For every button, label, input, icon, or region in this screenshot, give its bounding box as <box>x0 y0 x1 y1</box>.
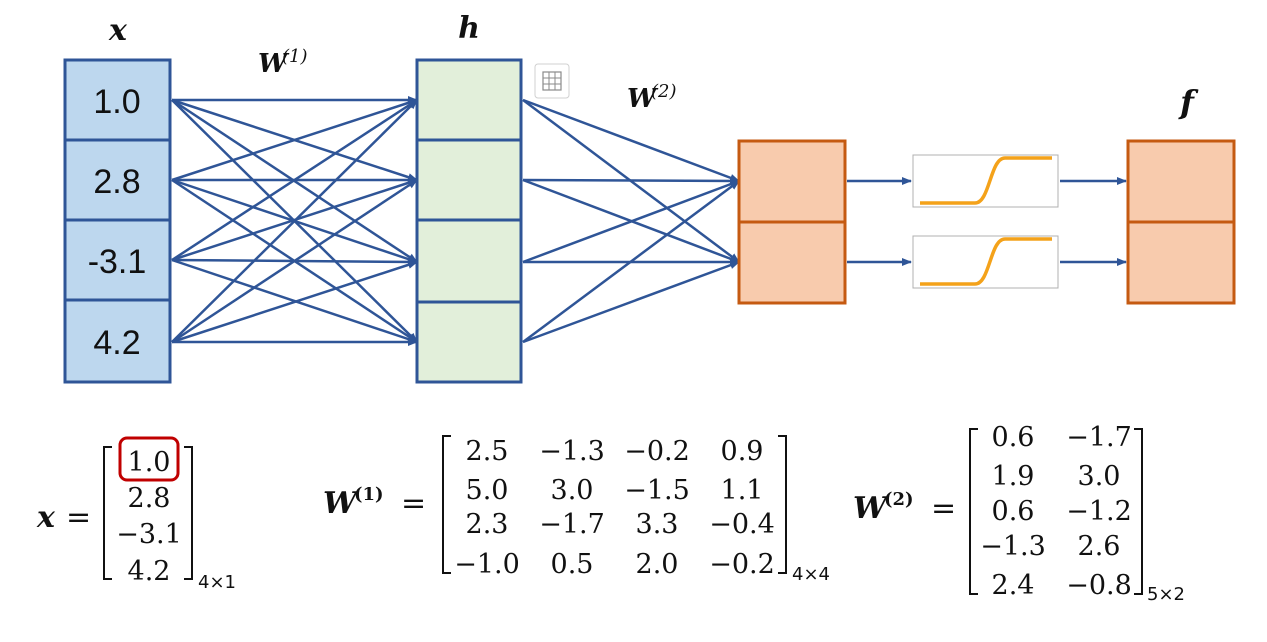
w2-cell-r5c2: −0.8 <box>1066 570 1132 601</box>
w1-matrix-cells: 2.5 −1.3 −0.2 0.9 5.0 3.0 −1.5 1.1 2.3 −1.7 3.3 −0.… <box>454 436 775 580</box>
svg-text:W: W <box>627 84 659 114</box>
w1-eq-sup: (1) <box>354 484 384 505</box>
w2-eq-sup: (2) <box>884 489 914 510</box>
w2-matrix-cells: 0.6 −1.7 1.9 3.0 0.6 −1.2 −1.3 2.6 2.4 −0.8 <box>980 422 1132 601</box>
w1-label: W (1) <box>258 46 308 79</box>
w1-cell-r1c3: −0.2 <box>624 436 690 467</box>
w1-cell-r4c3: 2.0 <box>636 549 679 580</box>
input-value-1: 1.0 <box>93 83 140 121</box>
edge-x4-h3 <box>171 260 418 344</box>
hidden-cell-3 <box>415 218 523 304</box>
x-eq-row-4: 4.2 <box>128 556 171 587</box>
w1-cell-r3c4: −0.4 <box>709 509 775 540</box>
w2-eq-equals: = <box>931 491 956 526</box>
w1-cell-r4c1: −1.0 <box>454 549 520 580</box>
edge-x4-h1 <box>171 99 418 343</box>
x-eq-row-3: −3.1 <box>116 519 182 550</box>
w1-cell-r2c2: 3.0 <box>551 475 594 506</box>
output-cell-2 <box>1126 220 1236 305</box>
hidden-cell-1 <box>415 58 523 142</box>
w2-cell-r4c2: 2.6 <box>1078 531 1121 562</box>
output-vector-f <box>1126 139 1236 305</box>
w1-cell-r2c1: 5.0 <box>466 475 509 506</box>
x-eq-equals: = <box>66 500 91 535</box>
edge-h3-o1 <box>522 179 740 264</box>
w2-cell-r2c1: 1.9 <box>992 461 1035 492</box>
hidden-vector-h <box>415 58 523 384</box>
w1-cell-r1c4: 0.9 <box>721 436 764 467</box>
edge-h4-o1 <box>522 179 740 344</box>
edge-h4-o2 <box>522 260 740 344</box>
edge-h2-o1 <box>522 176 740 185</box>
w2-label: W (2) <box>627 81 677 114</box>
w2-cell-r3c2: −1.2 <box>1066 496 1132 527</box>
w1-cell-r2c4: 1.1 <box>721 475 764 506</box>
x-eq-row-1: 1.0 <box>128 447 171 478</box>
w1-cell-r4c4: −0.2 <box>709 549 775 580</box>
w1-cell-r3c3: 3.3 <box>636 509 679 540</box>
w1-cell-r2c3: −1.5 <box>624 475 690 506</box>
table-grid-icon[interactable] <box>534 63 570 99</box>
w1-equation: W (1) = 2.5 −1.3 −0.2 0.9 5.0 3.0 −1.5 1.1 2.3 −1… <box>323 435 830 585</box>
x-eq-label: x <box>36 500 56 535</box>
edge-h1-o1 <box>522 98 740 183</box>
sigmoid-box-2 <box>912 235 1059 289</box>
w1-eq-label: W <box>323 486 360 521</box>
preact-cell-2 <box>737 220 847 305</box>
svg-text:(2): (2) <box>651 81 677 102</box>
hidden-cell-4 <box>415 300 523 384</box>
input-value-2: 2.8 <box>93 163 140 201</box>
svg-text:(1): (1) <box>282 46 308 67</box>
w2-cell-r5c1: 2.4 <box>992 570 1035 601</box>
edge-x2-h1 <box>171 98 418 182</box>
w1-eq-dim: 4×4 <box>792 564 830 585</box>
hidden-cell-2 <box>415 138 523 222</box>
w2-eq-dim: 5×2 <box>1147 584 1185 605</box>
w2-cell-r1c1: 0.6 <box>992 422 1035 453</box>
svg-text:W: W <box>258 49 290 79</box>
x-eq-row-2: 2.8 <box>128 483 171 514</box>
h-label: h <box>458 11 480 46</box>
highlight-box <box>118 436 180 482</box>
sigmoid-box-1 <box>912 154 1059 208</box>
w1-cell-r1c1: 2.5 <box>466 436 509 467</box>
input-cell-2 <box>63 138 172 222</box>
w2-equation: W (2) = 0.6 −1.7 1.9 3.0 0.6 −1.2 −1.3 2.6 2.4 −0… <box>853 422 1185 605</box>
edge-x4-h2 <box>171 178 418 344</box>
w1-cell-r4c2: 0.5 <box>551 549 594 580</box>
w1-cell-r1c2: −1.3 <box>539 436 605 467</box>
output-cell-1 <box>1126 139 1236 224</box>
x-label: x <box>108 13 128 48</box>
input-cell-4 <box>63 298 172 384</box>
f-label: f <box>1178 83 1199 121</box>
input-value-3: -3.1 <box>88 243 147 281</box>
w1-cell-r3c2: −1.7 <box>539 509 605 540</box>
w2-eq-label: W <box>853 491 890 526</box>
edge-x3-h1 <box>171 98 418 262</box>
w2-cell-r4c1: −1.3 <box>980 531 1046 562</box>
output-preactivation <box>737 139 847 305</box>
connection-edges <box>171 96 1127 346</box>
w1-eq-equals: = <box>401 486 426 521</box>
input-vector-x: 1.0 2.8 -3.1 4.2 <box>63 58 172 384</box>
w2-cell-r2c2: 3.0 <box>1078 461 1121 492</box>
w2-cell-r1c2: −1.7 <box>1066 422 1132 453</box>
w1-cell-r3c1: 2.3 <box>466 509 509 540</box>
w2-cell-r3c1: 0.6 <box>992 496 1035 527</box>
preact-cell-1 <box>737 139 847 224</box>
x-equation: x = 1.0 2.8 −3.1 4.2 4×1 <box>36 436 236 593</box>
input-value-4: 4.2 <box>93 324 140 362</box>
x-eq-dim: 4×1 <box>198 572 236 593</box>
